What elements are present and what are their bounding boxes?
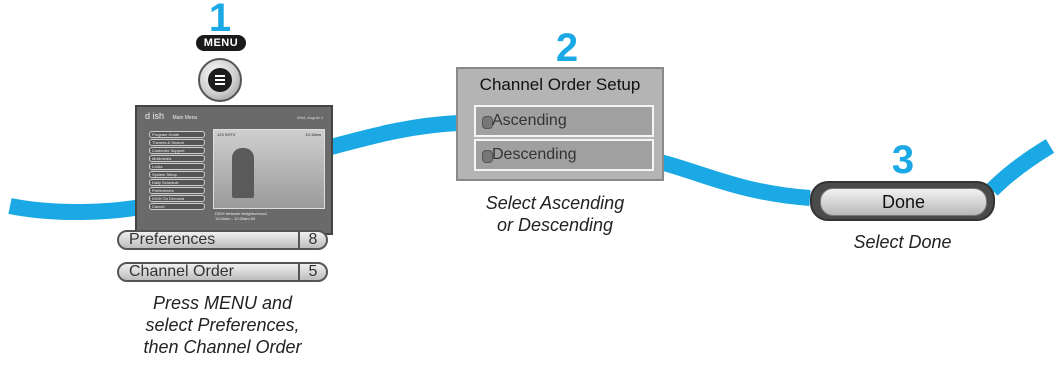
preferences-label: Preferences [129,231,216,248]
step-1-number: 1 [208,0,232,40]
tv-date: Wed, August 4 [297,115,323,120]
step-1-caption-line: then Channel Order [143,337,302,357]
ascending-option[interactable]: Ascending [474,105,654,137]
tv-logo: d ish [145,111,165,121]
descending-label: Descending [492,146,577,163]
preferences-number: 8 [298,232,326,248]
tv-channel: 123 SHTV [217,132,236,137]
tv-menu-item: Program Guide [149,131,205,138]
tv-menu-list: Program Guide Themes & Search Customer S… [149,131,205,211]
done-button[interactable]: Done [810,181,995,221]
channel-order-number: 5 [298,264,326,280]
done-button-label: Done [820,188,987,216]
menu-button[interactable] [198,58,242,102]
wave-path [8,115,1055,221]
tv-program-caption: DISH Network Neighborhood 10:00am - 10:3… [215,211,267,221]
dialog-title: Channel Order Setup [479,75,641,94]
channel-order-label: Channel Order [129,263,234,280]
step-1-caption-line: select Preferences, [145,315,300,335]
tv-menu-item: Cancel [149,203,205,210]
radio-icon [482,150,493,163]
tv-header: d ish Main Menu [145,111,197,121]
tv-menu-item: Themes & Search [149,139,205,146]
step-2-number: 2 [555,26,579,70]
tv-program-time: 10:00am - 10:30am 60 [215,216,256,221]
tv-time: 10:15am [305,132,321,137]
tv-video-preview: 123 SHTV 10:15am [213,129,325,209]
tv-menu-item: Locks [149,163,205,170]
tv-menu-item: Multimedia [149,155,205,162]
step-2-caption: Select Ascending or Descending [440,192,670,236]
tv-main-menu-screen: d ish Main Menu Wed, August 4 Program Gu… [135,105,333,235]
tv-menu-item: Preferences [149,187,205,194]
preferences-pill[interactable]: Preferences 8 [117,230,328,250]
tv-menu-item: System Setup [149,171,205,178]
ascending-label: Ascending [492,112,567,129]
radio-icon [482,116,493,129]
step-2-caption-line: or Descending [496,215,614,235]
tv-program-info: DISH Network Neighborhood [215,211,267,216]
tv-menu-item: DISH On Demand [149,195,205,202]
menu-lines-icon [208,68,232,92]
tv-menu-item: Customer Support [149,147,205,154]
descending-option[interactable]: Descending [474,139,654,171]
tv-menu-item: Daily Schedule [149,179,205,186]
step-3-caption: Select Done [853,232,952,252]
step-1-caption-line: Press MENU and [152,293,293,313]
channel-order-setup-dialog: Channel Order Setup Ascending Descending [456,67,664,181]
step-1-caption: Press MENU and select Preferences, then … [100,292,345,358]
step-2-caption-line: Select Ascending [485,193,625,213]
tv-title: Main Menu [172,115,198,121]
channel-order-pill[interactable]: Channel Order 5 [117,262,328,282]
step-3-number: 3 [891,138,915,182]
person-image [232,148,254,198]
menu-button-label: MENU [196,35,246,51]
